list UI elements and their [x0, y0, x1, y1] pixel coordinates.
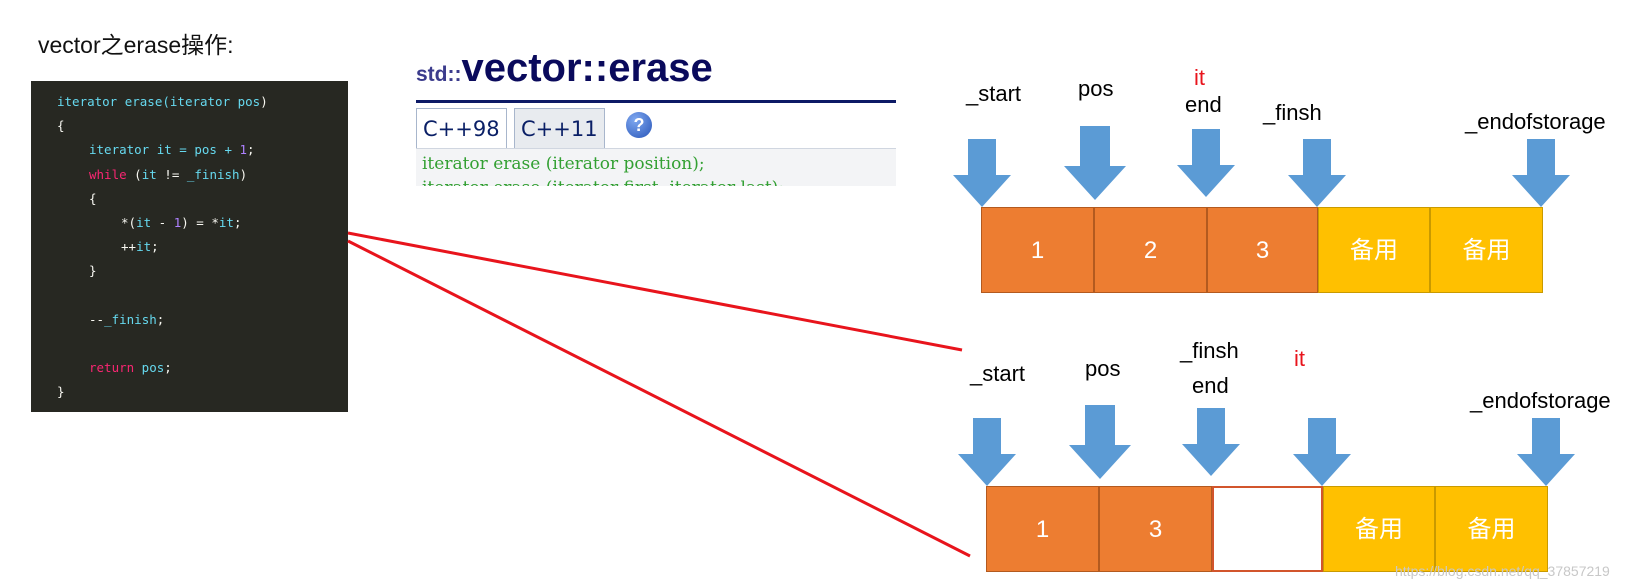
down-arrow-icon [1064, 126, 1126, 200]
down-arrow-icon [1512, 139, 1570, 207]
code-token: ) [260, 94, 268, 109]
code-line: return pos; [89, 360, 172, 375]
code-token: it [136, 239, 152, 255]
tab-cpp98[interactable]: C++98 [416, 108, 507, 148]
code-token: _finish [104, 311, 157, 327]
code-line: iterator erase(iterator pos) [57, 94, 268, 109]
code-token: 1 [173, 215, 182, 230]
down-arrow-icon [1182, 408, 1240, 476]
help-icon[interactable]: ? [626, 112, 652, 138]
label-pos-top: pos [1078, 76, 1114, 101]
reference-signature-box [416, 148, 896, 186]
down-arrow-icon [1069, 405, 1131, 479]
code-token: != [156, 166, 187, 182]
code-token: - [151, 215, 174, 230]
code-token: while [89, 166, 127, 182]
label-endofstorage-bottom: _endofstorage [1470, 388, 1611, 413]
label-end-top: end [1185, 92, 1222, 117]
code-token: iterator it = pos + [89, 142, 240, 158]
connector-line-bottom [347, 239, 971, 558]
cell-reserve: 备用 [1430, 207, 1543, 293]
reference-signature: iterator erase (iterator position); [422, 154, 705, 174]
code-line: --_finish; [89, 312, 164, 327]
code-token: ( [126, 166, 142, 182]
code-line: { [89, 191, 97, 206]
code-token: ++ [121, 239, 137, 255]
code-line: iterator it = pos + 1; [89, 142, 255, 157]
tab-cpp11[interactable]: C++11 [514, 108, 605, 148]
code-token: -- [89, 311, 105, 327]
code-line: *(it - 1) = *it; [121, 215, 241, 230]
code-token: { [89, 190, 97, 206]
code-token: iterator erase( [57, 94, 170, 109]
reference-namespace: std:: [416, 63, 462, 86]
label-end-bottom: end [1192, 373, 1229, 398]
code-token: ; [156, 311, 165, 327]
code-panel: iterator erase(iterator pos) { iterator it… [31, 81, 348, 412]
code-line: ++it; [121, 239, 159, 254]
code-line: } [89, 263, 97, 278]
reference-function-name: vector::erase [461, 46, 713, 90]
cell-3: 3 [1099, 486, 1212, 572]
code-line: { [57, 118, 65, 133]
label-pos-bottom: pos [1085, 356, 1121, 381]
page-title: vector之erase操作: [38, 32, 234, 58]
label-start-bottom: _start [970, 361, 1026, 386]
reference-signature-partial: iterator erase (iterator first, iterator… [422, 178, 784, 186]
code-token: ; [247, 142, 255, 158]
code-token: ; [233, 215, 242, 230]
label-endofstorage-top: _endofstorage [1465, 109, 1606, 134]
down-arrow-icon [1177, 129, 1235, 197]
label-it-bottom: it [1294, 346, 1305, 371]
code-token: it [218, 215, 234, 230]
code-line: while (it != _finish) [89, 167, 247, 182]
code-token: _finish [186, 166, 240, 182]
down-arrow-icon [1293, 418, 1351, 486]
code-token: { [57, 118, 65, 134]
reference-panel: std::vector::erase C++98 C++11 ? iterato… [416, 46, 896, 186]
reference-title: std::vector::erase [416, 46, 713, 91]
label-finsh-top: _finsh [1263, 100, 1322, 125]
code-token: ) [239, 166, 248, 182]
code-line: } [57, 384, 65, 399]
label-finsh-bottom: _finsh [1180, 338, 1239, 363]
down-arrow-icon [958, 418, 1016, 486]
code-token: 1 [239, 142, 248, 158]
code-token: ; [151, 239, 159, 255]
label-it-top: it [1194, 65, 1205, 90]
connector-line-top [347, 231, 963, 352]
code-token: pos [134, 360, 165, 376]
cell-reserve: 备用 [1323, 486, 1435, 572]
down-arrow-icon [1517, 418, 1575, 486]
reference-divider [416, 100, 896, 103]
code-token: ; [164, 360, 172, 376]
cell-3: 3 [1207, 207, 1318, 293]
down-arrow-icon [953, 139, 1011, 207]
cell-empty [1212, 486, 1323, 572]
cell-1: 1 [981, 207, 1094, 293]
code-token: it [141, 166, 157, 182]
code-token: *( [121, 215, 137, 230]
code-token: iterator pos [169, 94, 261, 109]
label-start-top: _start [966, 81, 1022, 106]
watermark: https://blog.csdn.net/qq_37857219 [1395, 563, 1610, 579]
cell-2: 2 [1094, 207, 1207, 293]
code-token: } [57, 384, 65, 400]
cell-reserve: 备用 [1435, 486, 1548, 572]
cell-reserve: 备用 [1318, 207, 1430, 293]
code-token: ) = * [181, 215, 219, 230]
code-token: it [136, 215, 152, 230]
down-arrow-icon [1288, 139, 1346, 207]
code-token: } [89, 263, 97, 279]
cell-1: 1 [986, 486, 1099, 572]
code-token: return [89, 360, 135, 376]
